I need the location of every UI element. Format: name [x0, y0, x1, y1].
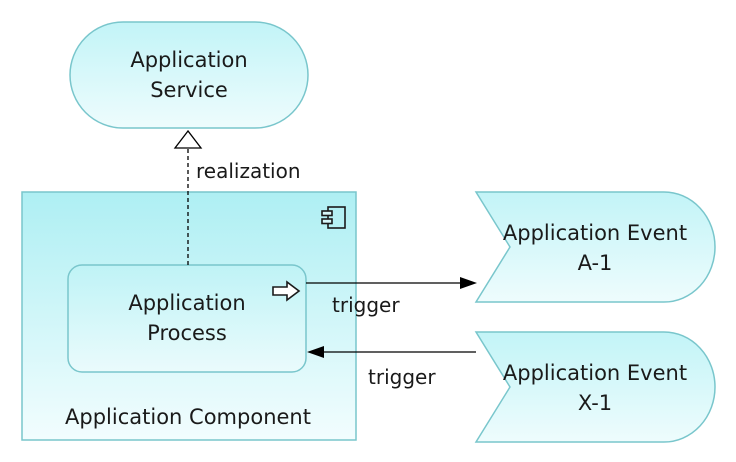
application-process-label-line-2: Process — [147, 321, 227, 345]
trigger-from-x1-label: trigger — [368, 365, 436, 389]
trigger-to-a1-label: trigger — [332, 293, 400, 317]
realization-label: realization — [196, 159, 301, 183]
application-component-label: Application Component — [65, 405, 311, 429]
application-event-a1-label-line-2: A-1 — [578, 251, 613, 275]
application-event-a1-node[interactable]: Application Event A-1 — [474, 191, 716, 303]
realization-edge[interactable]: realization — [173, 129, 301, 265]
application-event-x1-label-line-1: Application Event — [503, 361, 687, 385]
trigger-edge-from-x1[interactable]: trigger — [307, 346, 476, 389]
trigger-from-x1-arrowhead — [307, 346, 324, 358]
application-event-x1-label-line-2: X-1 — [578, 391, 612, 415]
application-service-node[interactable]: Application Service — [69, 21, 309, 129]
trigger-edge-to-a1[interactable]: trigger — [306, 277, 477, 317]
application-process-label-line-1: Application — [128, 291, 245, 315]
component-icon — [321, 206, 346, 229]
realization-arrowhead — [173, 129, 203, 149]
application-event-x1-node[interactable]: Application Event X-1 — [474, 331, 716, 443]
trigger-to-a1-arrowhead — [460, 277, 477, 289]
application-service-label-line-1: Application — [130, 48, 247, 72]
process-arrow-icon — [272, 280, 301, 302]
application-event-a1-label-line-1: Application Event — [503, 221, 687, 245]
application-process-node[interactable]: Application Process — [67, 264, 307, 373]
application-service-label-line-2: Service — [150, 78, 228, 102]
